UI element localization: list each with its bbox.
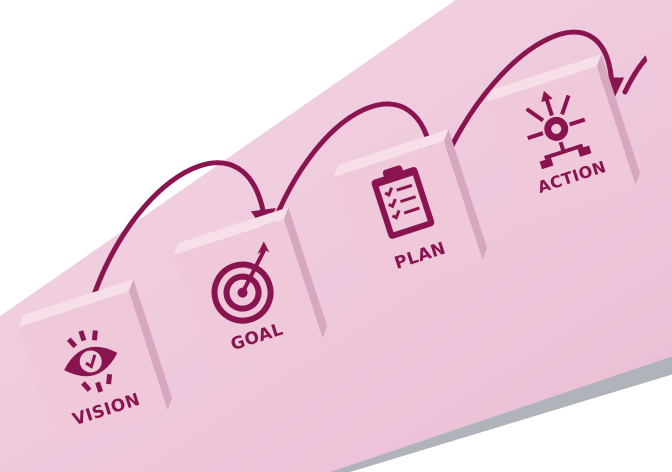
arrow-goal-to-plan: [267, 101, 443, 235]
block-action: ACTION: [486, 54, 641, 221]
clipboard-checklist-icon: [371, 165, 435, 239]
block-plan: PLAN: [333, 129, 488, 296]
block-vision: VISION: [18, 279, 173, 446]
arrow-plan-to-action: [442, 29, 625, 163]
block-goal: GOAL: [173, 207, 328, 374]
gear-arrows-icon: [525, 90, 592, 170]
arrow-vision-to-goal: [92, 160, 276, 295]
target-icon: [211, 241, 274, 324]
eye-icon: [64, 330, 118, 393]
block-next-partial: [639, 19, 672, 133]
